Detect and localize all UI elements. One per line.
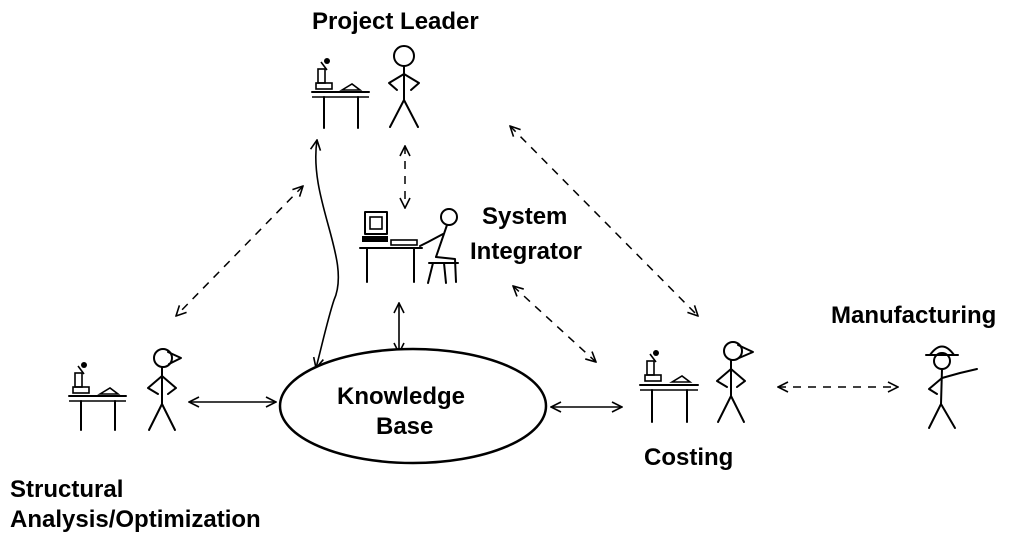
project-leader-desk-icon [311, 58, 370, 129]
link-project-leader-knowledge-base [316, 140, 340, 368]
system-integrator-person-icon [419, 208, 459, 284]
knowledge-base-label-line1: Knowledge [337, 383, 466, 410]
system-integrator-label-line2: Integrator [470, 238, 583, 265]
system-integrator-label-line1: System [482, 203, 568, 230]
project-leader-label: Project Leader [312, 8, 479, 35]
manufacturing-label: Manufacturing [831, 302, 997, 329]
connectors [176, 126, 898, 407]
project-leader-person-icon [388, 45, 420, 128]
structural-label-line2: Analysis/Optimization [10, 506, 261, 533]
structural-person-icon [147, 348, 182, 431]
structural-desk-icon [68, 362, 127, 431]
link-system-integrator-costing [513, 286, 596, 362]
structural-label-line1: Structural [10, 476, 124, 503]
knowledge-base-label-line2: Base [376, 413, 434, 440]
costing-label: Costing [644, 444, 734, 471]
costing-person-icon [716, 341, 754, 423]
link-project-leader-structural [176, 186, 303, 316]
knowledge-base-node [278, 347, 548, 465]
manufacturing-person-icon [925, 345, 978, 429]
system-integrator-computer-icon [359, 211, 423, 283]
costing-desk-icon [639, 350, 699, 423]
